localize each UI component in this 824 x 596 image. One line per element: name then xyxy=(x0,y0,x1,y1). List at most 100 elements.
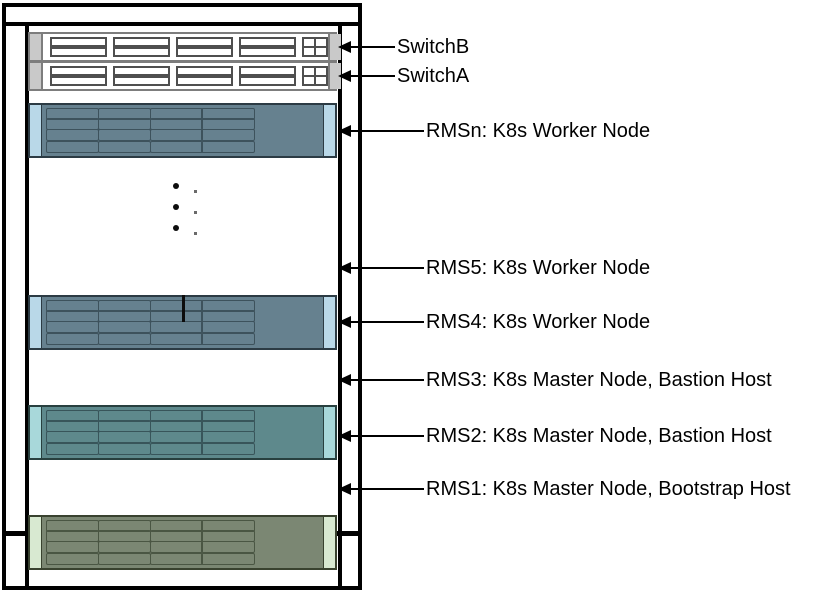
switch-port-grid xyxy=(302,66,328,86)
arrow-left-icon xyxy=(338,262,351,274)
drive-bay xyxy=(97,430,152,443)
switch-port xyxy=(304,77,314,84)
drive-bay xyxy=(46,310,100,323)
drive-bay xyxy=(201,333,255,346)
drive-bay xyxy=(201,128,255,141)
server-ear xyxy=(30,407,42,458)
server-ear xyxy=(30,297,42,348)
server-ear xyxy=(323,517,335,568)
switch-slot xyxy=(113,37,170,57)
drive-bay xyxy=(97,118,152,131)
drive-bay xyxy=(149,128,203,141)
drive-bay-row xyxy=(46,333,255,346)
switch-port xyxy=(304,68,314,75)
drive-bay xyxy=(201,141,255,154)
arrow-left-icon xyxy=(338,374,351,386)
arrow-left-icon xyxy=(338,125,351,137)
drive-bay xyxy=(46,333,100,346)
drive-bay xyxy=(201,118,255,131)
drive-bay xyxy=(97,108,152,120)
server-ear xyxy=(323,407,335,458)
ellipsis-dot xyxy=(173,225,179,231)
drive-bay-row xyxy=(46,420,255,433)
drive-bay xyxy=(46,553,100,566)
callout-label: RMS5: K8s Worker Node xyxy=(426,257,651,279)
arrow-left-icon xyxy=(338,70,351,82)
drive-bay xyxy=(201,410,255,422)
switch-slot-bar xyxy=(178,74,231,78)
switch-slot-bar xyxy=(241,74,294,78)
switch-slot xyxy=(176,37,233,57)
drive-bay xyxy=(149,553,203,566)
drive-bay xyxy=(46,128,100,141)
switch-port-grid xyxy=(302,37,328,57)
ellipsis-minidot xyxy=(194,232,197,235)
drive-bay-row xyxy=(46,310,255,323)
drive-bay xyxy=(46,540,100,553)
drive-bay-row xyxy=(46,141,255,154)
drive-bay xyxy=(201,300,255,312)
drive-bay xyxy=(149,310,203,323)
switch-port xyxy=(316,39,326,46)
drive-bay xyxy=(97,141,152,154)
drive-bay-row xyxy=(46,108,255,120)
arrow-left-icon xyxy=(338,430,351,442)
switch-slot-bar xyxy=(115,74,168,78)
drive-bay xyxy=(97,520,152,532)
drive-bay xyxy=(97,320,152,333)
unit-rms-4 xyxy=(28,405,337,460)
drive-bay xyxy=(201,553,255,566)
drive-bay xyxy=(97,530,152,543)
callout-label: RMS4: K8s Worker Node xyxy=(426,311,651,333)
callout-label: SwitchB xyxy=(397,36,470,58)
drive-bay xyxy=(97,300,152,312)
callout-label: RMS1: K8s Master Node, Bootstrap Host xyxy=(426,478,791,500)
drive-bay-row xyxy=(46,443,255,456)
drive-bay xyxy=(201,520,255,532)
server-ear xyxy=(30,105,42,156)
callout-line xyxy=(349,130,424,132)
arrow-left-icon xyxy=(338,41,351,53)
drive-bay xyxy=(149,443,203,456)
rack-left-rail xyxy=(25,26,29,586)
ellipsis-dot xyxy=(173,204,179,210)
drive-bay xyxy=(46,520,100,532)
drive-bay xyxy=(149,141,203,154)
drive-bay xyxy=(46,141,100,154)
callout-label: RMSn: K8s Worker Node xyxy=(426,120,651,142)
switch-slot-bar xyxy=(52,74,105,78)
unit-rms-n xyxy=(28,103,337,158)
rack-top-cap-divider xyxy=(2,22,362,26)
switch-slot xyxy=(239,37,296,57)
drive-bays xyxy=(46,520,255,566)
rack-right-rail xyxy=(338,26,342,586)
drive-bay-row xyxy=(46,520,255,532)
unit-rms-3 xyxy=(28,515,337,570)
drive-bay xyxy=(149,118,203,131)
callout-line xyxy=(349,267,424,269)
ellipsis-minidot xyxy=(194,211,197,214)
drive-bay xyxy=(46,300,100,312)
drive-bay xyxy=(149,320,203,333)
drive-bay xyxy=(46,420,100,433)
drive-bay-row xyxy=(46,553,255,566)
drive-bay xyxy=(201,430,255,443)
drive-bay xyxy=(46,320,100,333)
arrow-left-icon xyxy=(338,316,351,328)
drive-bay xyxy=(201,320,255,333)
switch-slot-bar xyxy=(52,45,105,49)
callout-line xyxy=(349,488,424,490)
drive-bays xyxy=(46,108,255,154)
drive-bay xyxy=(46,430,100,443)
connector-tick xyxy=(182,295,185,322)
switch-slot-row xyxy=(50,66,328,86)
switch-end-cap xyxy=(328,34,341,60)
drive-bay xyxy=(149,540,203,553)
drive-bay xyxy=(46,118,100,131)
drive-bay-row xyxy=(46,430,255,443)
switch-end-cap xyxy=(30,63,43,89)
server-ear xyxy=(323,105,335,156)
arrow-left-icon xyxy=(338,483,351,495)
drive-bays xyxy=(46,300,255,346)
